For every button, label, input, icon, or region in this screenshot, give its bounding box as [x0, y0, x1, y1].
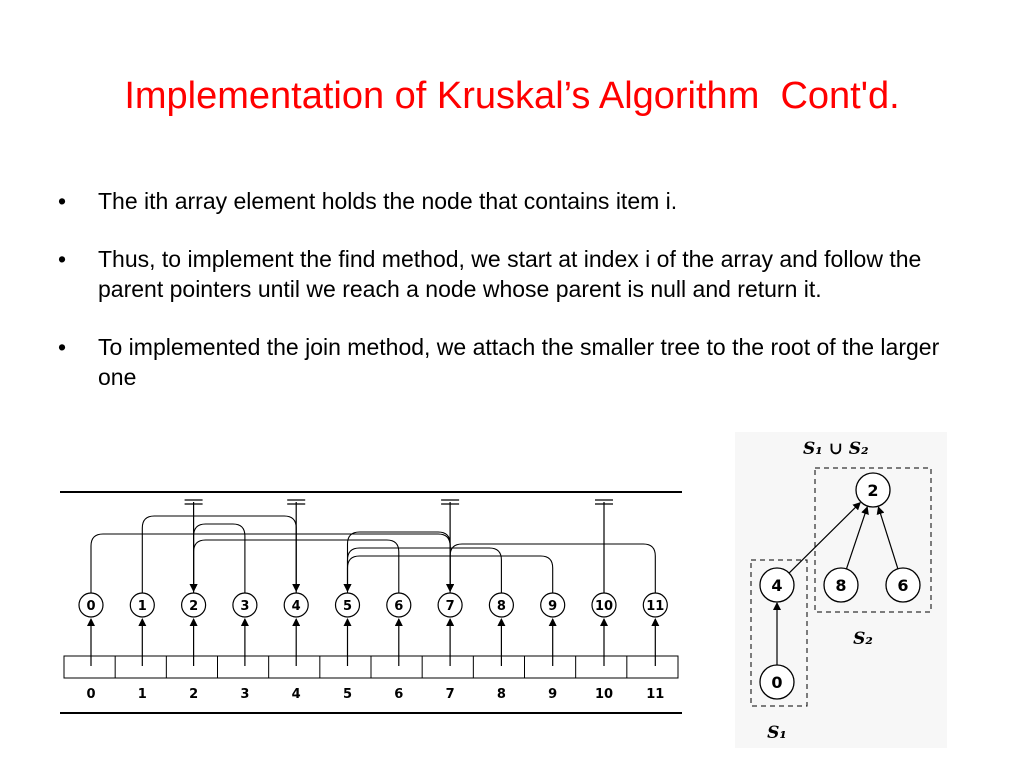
array-index-label: 7 [446, 687, 455, 702]
bullet-text: The ith array element holds the node tha… [98, 188, 678, 214]
s2-label: S₂ [853, 629, 873, 649]
tree-node-circle [129, 592, 155, 618]
array-index-label: 0 [86, 687, 95, 702]
parent-pointer-arc [141, 515, 301, 593]
tree-node-circle [437, 592, 463, 618]
tree-node-label: 0 [86, 599, 95, 614]
array-index-label: 4 [292, 687, 301, 702]
union-label: S₁ ∪ S₂ [803, 439, 869, 459]
array-index-label: 1 [138, 687, 147, 702]
tree-node-label: 8 [497, 599, 506, 614]
slide-title: Implementation of Kruskal’s Algorithm Co… [124, 75, 900, 117]
array-index-label: 8 [497, 687, 506, 702]
bullet-item: • To implemented the join method, we att… [58, 332, 978, 392]
tree-node-circle [642, 592, 668, 618]
tree-node-circle [232, 592, 258, 618]
tree-node-label: 4 [292, 599, 301, 614]
set-node-circle [855, 472, 891, 508]
set-node-label: 6 [897, 576, 908, 595]
parent-pointer-arc [446, 543, 656, 593]
set-node-circle [759, 567, 795, 603]
set-union-diagram: S₁ ∪ S₂ S₂ S₁ 2 8 6 4 0 [735, 432, 947, 748]
array-index-label: 5 [343, 687, 352, 702]
tree-node-label: 9 [548, 599, 557, 614]
set-node-label: 2 [867, 481, 878, 500]
set-parent-pointer [788, 501, 861, 574]
parent-pointer-arc [189, 523, 246, 593]
tree-node-circle [540, 592, 566, 618]
set-node-circle [885, 567, 921, 603]
parent-pointer-arc [343, 547, 502, 593]
bullet-symbol: • [58, 246, 67, 272]
s1-box [750, 559, 808, 707]
set-node-label: 8 [835, 576, 846, 595]
tree-node-label: 11 [646, 599, 664, 614]
tree-node-circle [181, 592, 207, 618]
tree-node-circle [591, 592, 617, 618]
bullet-item: • Thus, to implement the find method, we… [58, 244, 978, 304]
tree-node-label: 2 [189, 599, 198, 614]
set-node-circle [759, 664, 795, 700]
set-parent-pointer [845, 506, 869, 570]
set-parent-pointer [876, 506, 899, 569]
array-index-label: 2 [189, 687, 198, 702]
parent-pointer-arc [189, 539, 400, 593]
bullet-list: • The ith array element holds the node t… [58, 186, 978, 420]
tree-node-label: 5 [343, 599, 352, 614]
array-index-label: 11 [646, 687, 664, 702]
parent-pointer-arc [346, 531, 455, 593]
union-find-array-diagram: 0 1 2 3 4 5 6 7 8 9 10 11 0 1 2 3 4 5 6 7 8 9 10 11 [60, 491, 682, 714]
tree-node-circle [386, 592, 412, 618]
bullet-text: Thus, to implement the find method, we s… [98, 246, 922, 302]
bullet-item: • The ith array element holds the node t… [58, 186, 978, 216]
tree-node-circle [283, 592, 309, 618]
set-node-circle [823, 567, 859, 603]
s1-label: S₁ [767, 723, 787, 743]
tree-node-label: 10 [595, 599, 613, 614]
tree-node-label: 6 [394, 599, 403, 614]
set-node-label: 0 [771, 673, 782, 692]
tree-node-circle [334, 592, 361, 618]
tree-node-label: 3 [240, 599, 249, 614]
tree-node-label: 1 [138, 599, 147, 614]
tree-node-circle [488, 592, 514, 618]
tree-node-circle [78, 592, 104, 618]
array-index-label: 10 [595, 687, 613, 702]
array-index-label: 6 [394, 687, 403, 702]
bullet-text: To implemented the join method, we attac… [98, 334, 940, 390]
array-index-label: 3 [240, 687, 249, 702]
tree-node-label: 7 [446, 599, 455, 614]
s2-box [814, 467, 932, 613]
array-index-label: 9 [548, 687, 557, 702]
bullet-symbol: • [58, 188, 67, 214]
bullet-symbol: • [58, 334, 67, 360]
set-node-label: 4 [771, 576, 782, 595]
